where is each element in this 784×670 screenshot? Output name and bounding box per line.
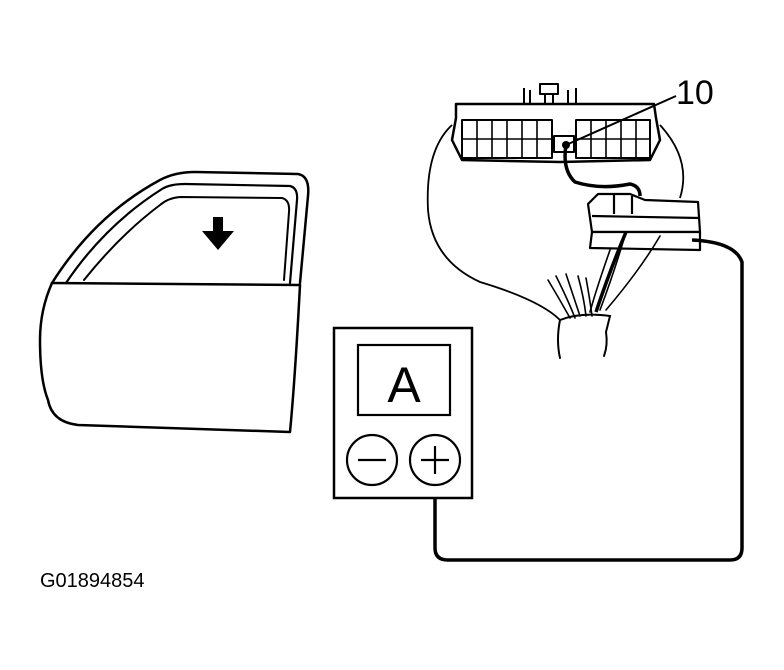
callout-leader bbox=[565, 95, 677, 146]
positive-lead-wire bbox=[433, 238, 744, 562]
wire-bundle bbox=[547, 231, 661, 359]
probe-wire-harness bbox=[594, 231, 628, 313]
ammeter-display-letter: A bbox=[387, 357, 421, 413]
test-connector-block bbox=[586, 192, 702, 252]
car-door-icon bbox=[38, 170, 310, 434]
callout-number: 10 bbox=[676, 74, 714, 112]
connector-icon bbox=[450, 83, 662, 164]
ammeter-display bbox=[356, 343, 452, 417]
down-arrow-icon bbox=[202, 217, 234, 250]
wire-harness-loop bbox=[426, 124, 685, 321]
jumper-wire bbox=[563, 144, 642, 197]
ammeter-icon bbox=[332, 326, 474, 500]
figure-id: G01894854 bbox=[40, 570, 145, 592]
